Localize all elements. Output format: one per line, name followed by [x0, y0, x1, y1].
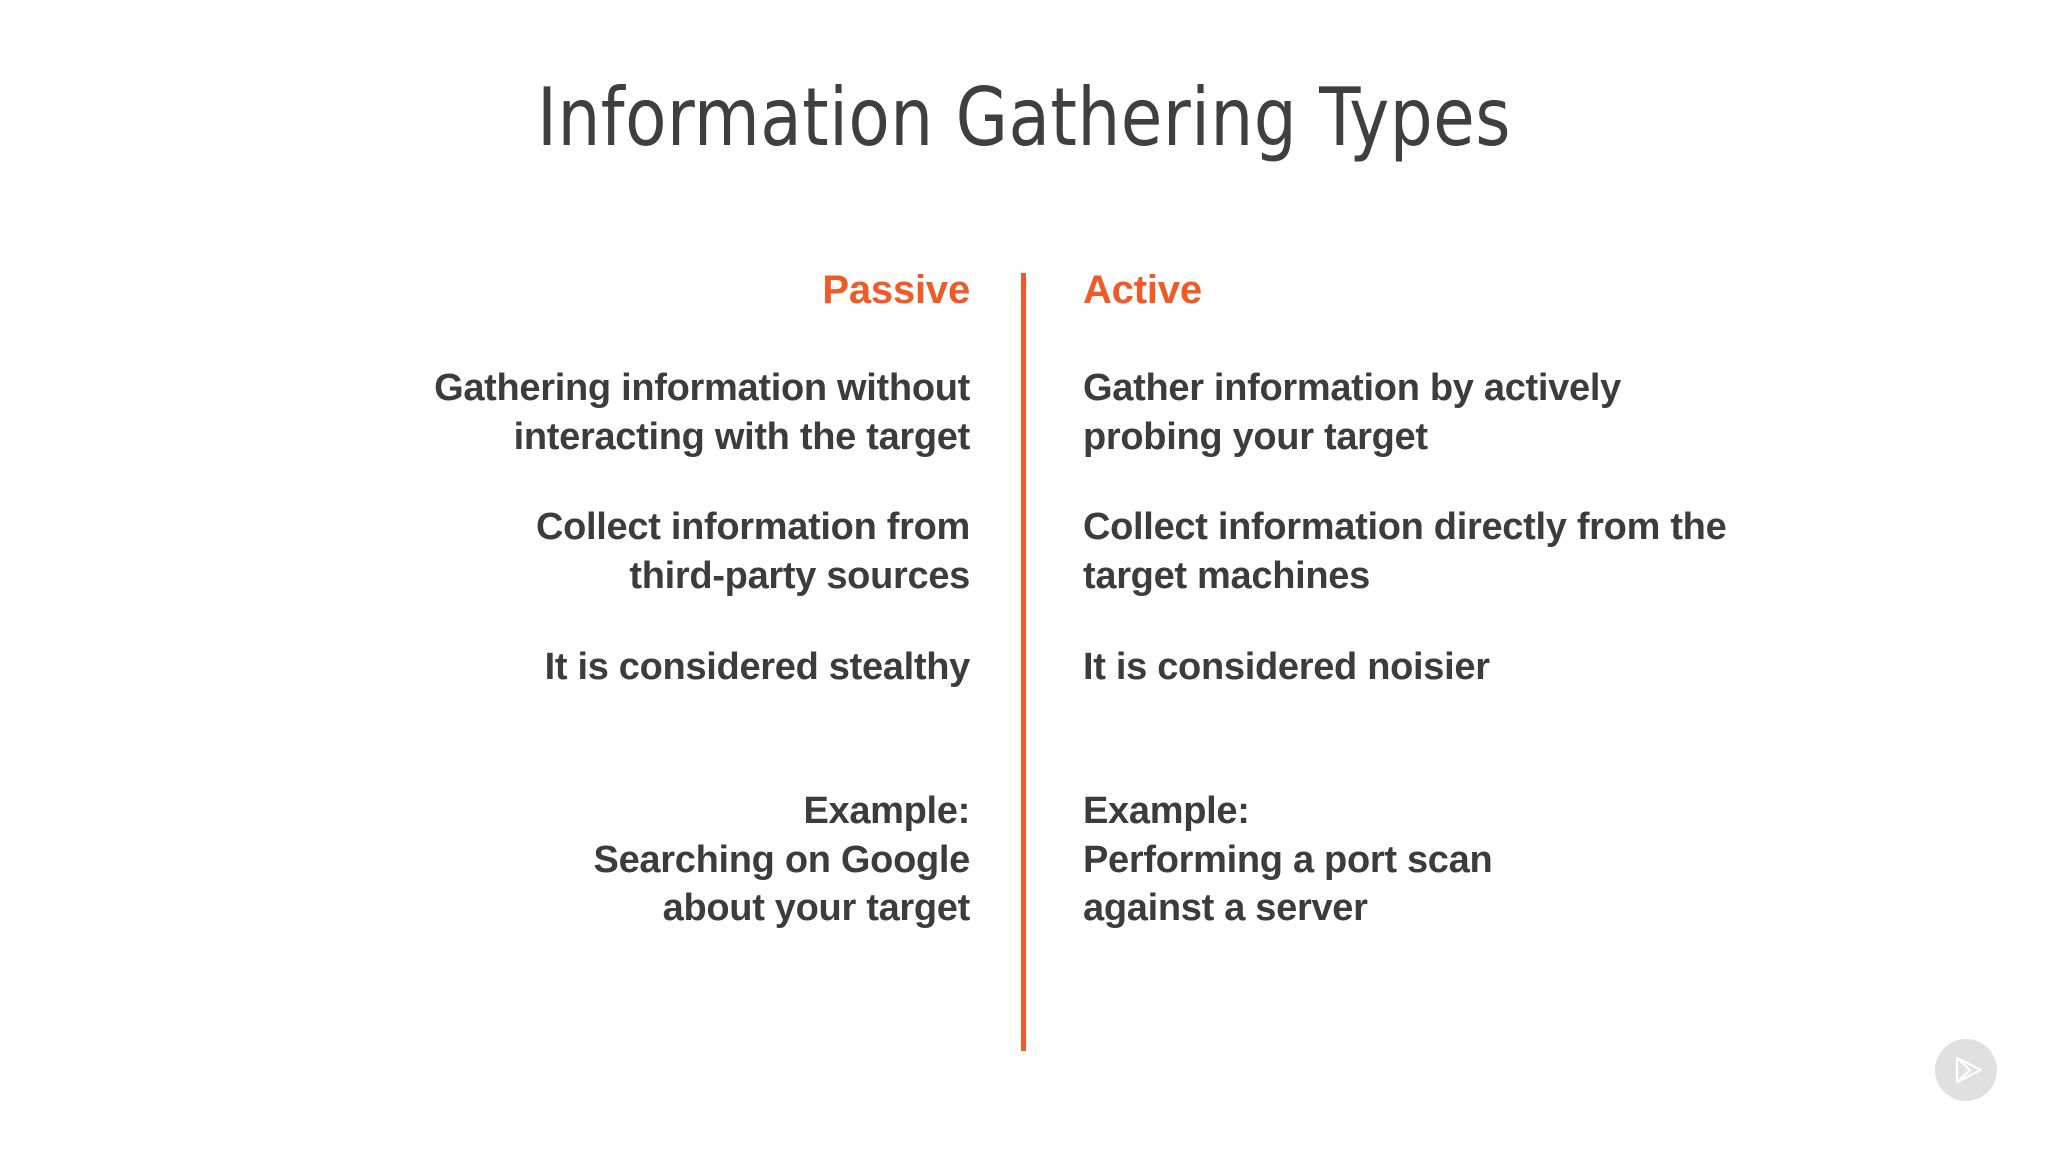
passive-column-header: Passive	[822, 268, 970, 312]
active-example: Example: Performing a port scan against …	[1083, 787, 1943, 933]
active-item-3: It is considered noisier	[1083, 643, 1943, 692]
passive-item-3: It is considered stealthy	[180, 643, 971, 692]
passive-item-3-line-1: It is considered stealthy	[544, 645, 971, 688]
active-item-1: Gather information by actively probing y…	[1083, 364, 1943, 461]
passive-example-label: Example:	[803, 790, 970, 833]
active-example-line-2: against a server	[1083, 887, 1368, 930]
passive-example: Example: Searching on Google about your …	[180, 787, 971, 933]
passive-example-line-1: Searching on Google	[593, 838, 971, 881]
active-column: Active Gather information by actively pr…	[1083, 268, 1943, 933]
passive-example-line-2: about your target	[662, 887, 971, 930]
passive-item-1-line-2: interacting with the target	[513, 415, 971, 458]
passive-column: Passive Gathering information without in…	[180, 268, 970, 933]
page-title: Information Gathering Types	[537, 71, 1511, 164]
active-column-header: Active	[1083, 268, 1202, 312]
comparison-table: Passive Gathering information without in…	[0, 268, 2048, 1068]
active-example-line-1: Performing a port scan	[1083, 838, 1493, 881]
play-triangle-icon	[1946, 1050, 1986, 1090]
passive-item-2-line-1: Collect information from	[535, 506, 970, 549]
active-item-1-line-1: Gather information by actively	[1083, 367, 1621, 409]
brand-watermark	[1935, 1039, 1997, 1101]
active-item-2-line-2: target machines	[1083, 554, 1370, 597]
passive-item-1: Gathering information without interactin…	[180, 364, 970, 461]
active-item-3-line-1: It is considered noisier	[1083, 645, 1490, 688]
column-divider	[1021, 273, 1026, 1051]
active-item-2-line-1: Collect information directly from the	[1083, 506, 1727, 549]
active-item-1-line-2: probing your target	[1083, 415, 1428, 458]
active-item-2: Collect information directly from the ta…	[1083, 503, 1943, 600]
active-example-label: Example:	[1083, 790, 1250, 833]
passive-item-2: Collect information from third-party sou…	[180, 503, 970, 600]
passive-item-2-line-2: third-party sources	[629, 554, 970, 597]
passive-item-1-line-1: Gathering information without	[434, 367, 970, 409]
